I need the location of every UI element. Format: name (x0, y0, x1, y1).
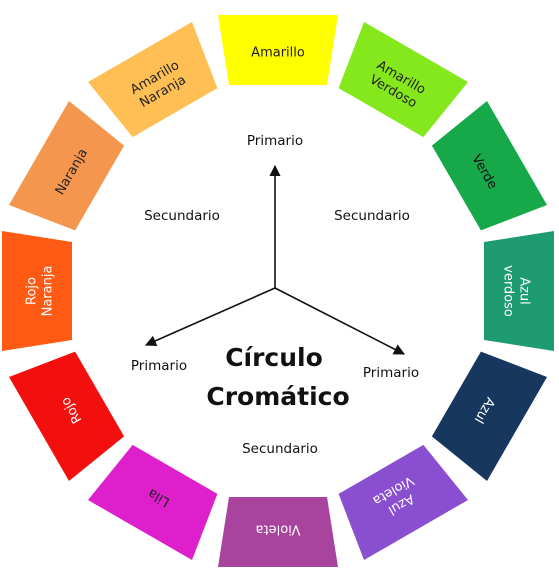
segment-6: Violeta (218, 497, 338, 567)
segment-11: AmarilloNaranja (88, 22, 218, 138)
segment-4: Azul (431, 351, 547, 481)
segment-shape (484, 231, 554, 351)
label-primario-left: Primario (131, 358, 187, 374)
segment-shape (88, 444, 218, 560)
segment-5: AzulVioleta (338, 444, 468, 560)
arrow-to-right (274, 287, 405, 355)
wheel-segments: AmarilloAmarilloVerdosoVerdeAzulverdosoA… (2, 15, 554, 567)
segment-8: Rojo (9, 351, 125, 481)
segment-shape (431, 101, 547, 231)
segment-label: RojoNaranja (25, 266, 56, 317)
title-line-1: Círculo (225, 343, 323, 372)
segment-label: Azulverdoso (501, 265, 532, 317)
segment-label: Amarillo (251, 46, 305, 61)
label-primario-right: Primario (363, 365, 419, 381)
label-secundario-right: Secundario (334, 208, 410, 224)
segment-0: Amarillo (218, 15, 338, 85)
segment-2: Verde (431, 101, 547, 231)
segment-shape (88, 22, 218, 138)
segment-9: RojoNaranja (2, 231, 72, 351)
segment-label: Violeta (256, 522, 301, 537)
primary-arrows (144, 164, 405, 355)
segment-shape (218, 15, 338, 85)
label-secundario-bottom: Secundario (242, 441, 318, 457)
segment-10: Naranja (9, 101, 125, 231)
arrow-to-left (144, 287, 276, 347)
title-line-2: Cromático (206, 382, 349, 411)
segment-shape (9, 351, 125, 481)
segment-shape (2, 231, 72, 351)
segment-shape (338, 22, 468, 138)
segment-shape (338, 444, 468, 560)
segment-shape (9, 101, 125, 231)
segment-shape (218, 497, 338, 567)
segment-3: Azulverdoso (484, 231, 554, 351)
segment-1: AmarilloVerdoso (338, 22, 468, 138)
segment-7: Lila (88, 444, 218, 560)
label-primario-top: Primario (247, 133, 303, 149)
segment-shape (431, 351, 547, 481)
label-secundario-left: Secundario (144, 208, 220, 224)
